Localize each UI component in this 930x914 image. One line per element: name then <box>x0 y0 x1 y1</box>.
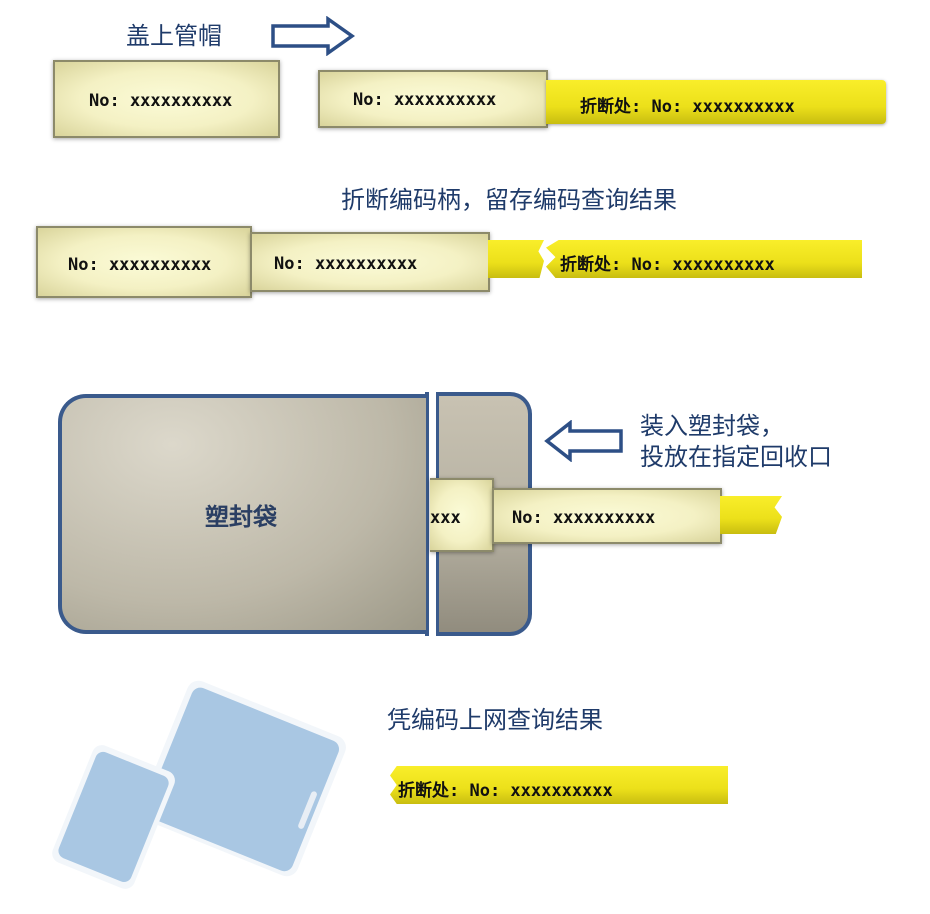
bag-label: 塑封袋 <box>205 503 277 531</box>
right-arrow-icon <box>271 16 356 56</box>
caption-break-keep: 折断编码柄，留存编码查询结果 <box>341 186 677 214</box>
capped-tube-handle: 折断处: No: xxxxxxxxxx <box>546 80 886 124</box>
broken-tube-body: No: xxxxxxxxxx <box>250 232 490 292</box>
tube-cap: No: xxxxxxxxxx <box>53 60 280 138</box>
kept-handle: 折断处: No: xxxxxxxxxx <box>390 766 728 804</box>
caption-online-query: 凭编码上网查询结果 <box>387 706 603 734</box>
broken-tube-stub <box>488 240 544 278</box>
broken-handle-code: 折断处: No: xxxxxxxxxx <box>560 255 775 275</box>
capped-tube-cap: No: xxxxxxxxxx <box>318 70 548 128</box>
broken-tube-cap: No: xxxxxxxxxx <box>36 226 252 298</box>
tube-cap-code: No: xxxxxxxxxx <box>89 91 233 111</box>
broken-handle: 折断处: No: xxxxxxxxxx <box>546 240 862 278</box>
bagged-tube-cap-code: xxx <box>430 508 461 528</box>
caption-put-bag-line1: 装入塑封袋， <box>640 412 784 440</box>
bagged-tube-cap: xxx <box>430 478 494 552</box>
caption-put-bag-line2: 投放在指定回收口 <box>640 443 832 471</box>
tablet-phone-icon <box>52 680 346 889</box>
caption-cap-on: 盖上管帽 <box>126 22 222 50</box>
bagged-tube-body: No: xxxxxxxxxx <box>492 488 722 544</box>
bagged-tube-body-code: No: xxxxxxxxxx <box>512 508 656 528</box>
broken-tube-body-code: No: xxxxxxxxxx <box>274 254 418 274</box>
left-arrow-icon <box>544 420 623 462</box>
capped-tube-handle-code: 折断处: No: xxxxxxxxxx <box>580 97 795 117</box>
sealed-bag-front <box>58 394 430 634</box>
bagged-tube-stub <box>720 496 782 534</box>
capped-tube-cap-code: No: xxxxxxxxxx <box>353 90 497 110</box>
broken-tube-cap-code: No: xxxxxxxxxx <box>68 255 212 275</box>
kept-handle-code: 折断处: No: xxxxxxxxxx <box>398 781 613 801</box>
